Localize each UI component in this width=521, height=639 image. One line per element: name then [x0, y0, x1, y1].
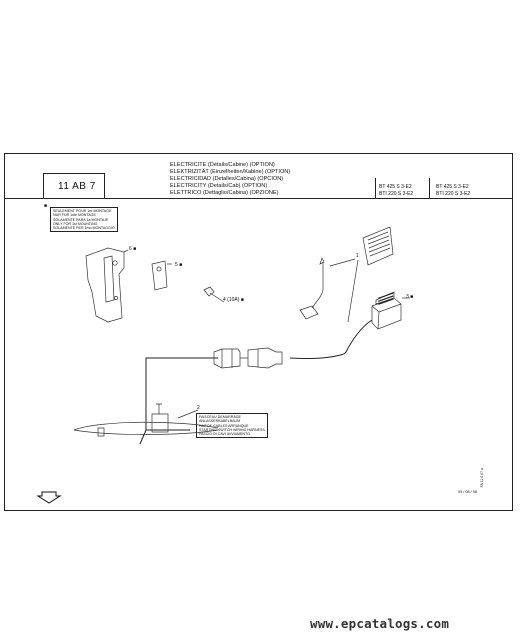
- models-right: BT 425 S 3-E2 BTI 220 S 3-E2: [436, 184, 470, 197]
- dashboard-panel: [73, 403, 219, 437]
- watermark-text: www.epcatalogs.com: [310, 616, 450, 631]
- relay-module-part: [371, 291, 402, 330]
- legend-note: SEULEMENT POUR 1er MONTAGE NUR FÜR 1ste …: [50, 207, 118, 233]
- callout-6: 6 ■: [129, 246, 137, 252]
- legend-line-5: SOLAMENTE PER 1mo MONTAGGIO: [53, 226, 115, 231]
- model-divider-right: [429, 178, 430, 198]
- callout-3: 3 ■: [406, 294, 414, 300]
- callout-5: 5 ■: [175, 262, 183, 268]
- main-harness-cable: [139, 319, 373, 445]
- title-es: ELECTRICIDAD (Detalles/Cabina) (OPCION): [170, 176, 284, 183]
- sticker-plate: [362, 226, 394, 266]
- title-de: ELEKTRIZITÄT (Einzelheiten/Kabine) (OPTI…: [170, 169, 291, 176]
- fuse-part: [203, 286, 225, 303]
- harness-line-3: HAZ DE CABLES ARRANQUE: [199, 423, 249, 428]
- pillar-bracket-part: [85, 247, 129, 323]
- title-it: ELETTRICO (Dettaglio/Cabina) (OPZIONE): [170, 190, 279, 197]
- legend-symbol: ■: [44, 203, 48, 209]
- legend-line-3: SOLAMENTE PARA 1a MONTAJE: [53, 217, 109, 222]
- legend-line-2: NUR FÜR 1ste MONTAGE: [53, 213, 96, 218]
- model-right-2: BTI 220 S 3-E2: [436, 190, 471, 197]
- callout-4: 4 (10A) ■: [223, 297, 244, 303]
- title-block: ELECTRICITE (Détails/Cabine) (OPTION) EL…: [170, 162, 290, 197]
- harness-line-2: ANLASSERKABELBAUM: [199, 419, 241, 424]
- date-code: 09 / 08 / 98: [458, 490, 477, 494]
- plate-part: [151, 260, 172, 291]
- callout-1: 1: [356, 253, 359, 259]
- header-divider: [5, 198, 512, 199]
- section-code: 11 AB 7: [43, 173, 105, 198]
- down-arrow-icon[interactable]: [36, 491, 62, 504]
- relay-stripes: [378, 292, 394, 305]
- connector-pair: [213, 347, 283, 369]
- model-right-1: BT 425 S 3-E2: [436, 184, 469, 190]
- drawing-frame: 11 AB 7 ELECTRICITE (Détails/Cabine) (OP…: [4, 153, 513, 511]
- harness-note: FAISCEAU DEMARRAGE ANLASSERKABELBAUM HAZ…: [196, 413, 268, 439]
- model-divider-left: [375, 178, 376, 198]
- model-left-1: BT 425 S 3-E2: [379, 184, 412, 190]
- model-left-2: BTI 220 S 3-E2: [379, 190, 414, 197]
- harness-line-1: FAISCEAU DEMARRAGE: [199, 415, 241, 419]
- beacon-connector-part: [299, 257, 325, 320]
- callout-2: 2: [197, 405, 200, 411]
- title-fr: ELECTRICITE (Détails/Cabine) (OPTION): [170, 162, 275, 168]
- harness-line-5: FASCIO DI CAVI AVVIAMENTO: [199, 432, 250, 437]
- legend-line-4: ONLY FOR 1st MOUNTING: [53, 221, 98, 226]
- harness-line-4: STARTING SWITCH WIRING HARNESS: [199, 427, 265, 432]
- title-en: ELECTRICITY (Details/Cab) (OPTION): [170, 183, 268, 190]
- legend-line-1: SEULEMENT POUR 1er MONTAGE: [53, 209, 112, 213]
- models-left: BT 425 S 3-E2 BTI 220 S 3-E2: [379, 184, 413, 197]
